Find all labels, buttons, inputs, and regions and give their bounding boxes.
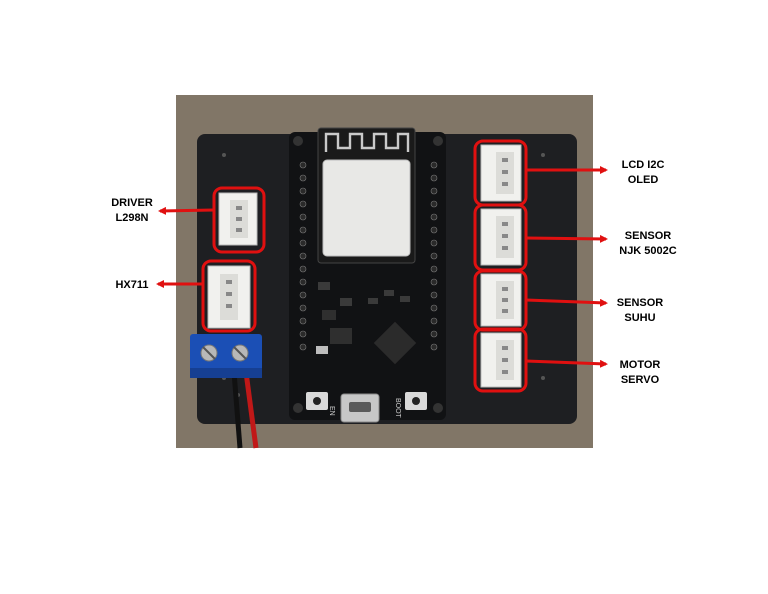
lcd-label-line2: OLED	[627, 174, 659, 186]
sensor-njk-label-line1: SENSOR	[624, 230, 672, 242]
rf-shield	[322, 159, 411, 257]
sensor-suhu-label: SENSOR SUHU	[608, 296, 672, 326]
mount-hole	[541, 376, 545, 380]
en-marking: EN	[328, 406, 335, 416]
black-wire	[231, 371, 243, 449]
mount-hole	[541, 153, 545, 157]
hx711-label: HX711	[108, 278, 156, 293]
mount-hole	[222, 153, 226, 157]
motor-servo-connector	[480, 332, 522, 388]
lcd-label-line1: LCD I2C	[621, 159, 665, 171]
hx711-highlight	[201, 259, 257, 333]
left-pin-header	[299, 161, 307, 351]
sensor-njk-arrow	[525, 234, 608, 243]
driver-label-line1: DRIVER	[111, 197, 153, 209]
motor-servo-label: MOTOR SERVO	[608, 358, 672, 388]
sensor-suhu-connector	[480, 273, 522, 327]
lcd-label: LCD I2C OLED	[608, 158, 678, 188]
smd-component	[318, 282, 330, 290]
lcd-connector	[480, 144, 522, 202]
driver-arrow	[158, 206, 215, 215]
motor-servo-highlight	[473, 327, 528, 393]
sensor-suhu-label-line1: SENSOR	[616, 297, 664, 309]
driver-highlight	[212, 186, 266, 254]
driver-connector	[218, 192, 258, 246]
hx711-label-line1: HX711	[115, 279, 149, 291]
driver-label: DRIVER L298N	[106, 196, 158, 226]
antenna-trace	[324, 132, 410, 152]
red-wire	[243, 371, 259, 449]
driver-label-line2: L298N	[115, 212, 149, 224]
boot-marking: BOOT	[394, 398, 401, 419]
motor-servo-label-line1: MOTOR	[619, 359, 661, 371]
sensor-njk-connector	[480, 208, 522, 266]
sensor-njk-label-line2: NJK 5002C	[619, 245, 677, 257]
usb-uart-chip	[373, 321, 417, 365]
motor-servo-label-line2: SERVO	[620, 374, 660, 386]
sensor-suhu-arrow	[525, 298, 608, 307]
right-pin-header	[430, 161, 438, 351]
motor-servo-arrow	[525, 359, 608, 368]
sensor-njk-label: SENSOR NJK 5002C	[608, 229, 688, 259]
hx711-connector	[207, 265, 251, 329]
sensor-suhu-label-line2: SUHU	[624, 312, 656, 324]
